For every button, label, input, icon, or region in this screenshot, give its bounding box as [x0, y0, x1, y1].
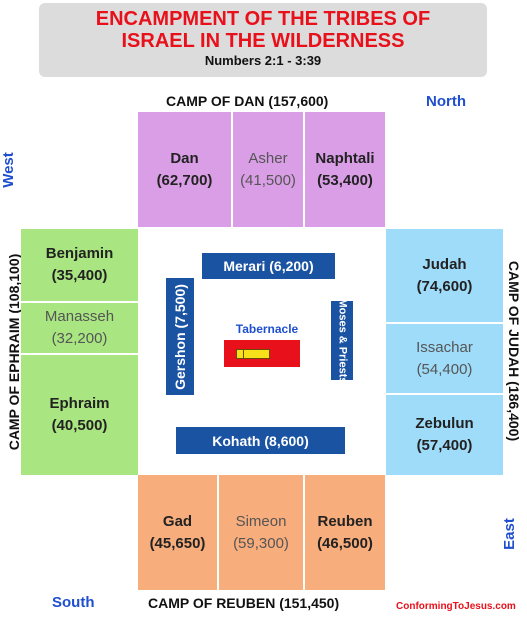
tribe-reuben: Reuben (46,500)	[305, 475, 385, 590]
tribe-naphtali-name: Naphtali	[315, 149, 375, 167]
tribe-reuben-count: (46,500)	[317, 534, 373, 552]
levite-gershon: Gershon (7,500)	[172, 283, 189, 390]
tribe-judah-name: Judah	[422, 255, 467, 273]
tribe-benjamin-name: Benjamin	[45, 245, 114, 262]
title-line-2: ISRAEL IN THE WILDERNESS	[121, 30, 405, 52]
tribe-judah-count: (74,600)	[416, 277, 473, 295]
tribe-asher: Asher (41,500)	[231, 112, 305, 227]
direction-north: North	[426, 93, 466, 110]
tribe-ephraim-count: (40,500)	[51, 417, 108, 434]
tribe-dan-name: Dan	[170, 149, 199, 167]
levite-kohath: Kohath (8,600)	[176, 427, 345, 454]
tribe-dan: Dan (62,700)	[138, 112, 231, 227]
tribe-zebulun-count: (57,400)	[416, 437, 473, 454]
tribe-issachar-count: (54,400)	[416, 360, 473, 378]
tribe-asher-name: Asher	[248, 149, 288, 167]
tribe-simeon: Simeon (59,300)	[217, 475, 305, 590]
tribe-gad: Gad (45,650)	[138, 475, 217, 590]
tribe-zebulun: Zebulun (57,400)	[386, 395, 503, 475]
levite-moses: Moses & Priests	[336, 298, 349, 383]
tribe-benjamin: Benjamin (35,400)	[21, 229, 138, 301]
tribe-asher-count: (41,500)	[240, 171, 296, 189]
tribe-judah: Judah (74,600)	[386, 229, 503, 322]
title-box	[39, 3, 487, 77]
tribe-issachar-name: Issachar	[416, 338, 473, 356]
camp-judah-label: CAMP OF JUDAH (186,400)	[506, 260, 522, 442]
tribe-dan-count: (62,700)	[156, 171, 213, 189]
tribe-naphtali-count: (53,400)	[317, 171, 373, 189]
direction-east: East	[501, 518, 518, 550]
tribe-gad-count: (45,650)	[149, 534, 206, 552]
tribe-manasseh-name: Manasseh	[44, 308, 115, 325]
tribe-manasseh: Manasseh (32,200)	[21, 301, 138, 355]
tribe-reuben-name: Reuben	[317, 512, 373, 530]
subtitle: Numbers 2:1 - 3:39	[204, 53, 322, 68]
tribe-issachar: Issachar (54,400)	[386, 322, 503, 395]
tribe-simeon-name: Simeon	[235, 512, 287, 530]
page-title: ENCAMPMENT OF THE TRIBES OF ISRAEL IN TH…	[39, 8, 487, 52]
credit-link[interactable]: ConformingToJesus.com	[396, 601, 516, 612]
tribe-gad-name: Gad	[162, 512, 193, 530]
levite-moses-box: Moses & Priests	[331, 298, 353, 383]
camp-dan-label: CAMP OF DAN (157,600)	[166, 93, 329, 109]
tabernacle-icon	[224, 340, 300, 367]
direction-west: West	[0, 152, 17, 188]
levite-gershon-box: Gershon (7,500)	[166, 278, 194, 395]
title-line-1: ENCAMPMENT OF THE TRIBES OF	[95, 8, 431, 30]
tribe-manasseh-count: (32,200)	[51, 330, 108, 347]
tribe-zebulun-name: Zebulun	[415, 415, 474, 432]
tribe-ephraim-name: Ephraim	[49, 395, 110, 412]
tribe-simeon-count: (59,300)	[233, 534, 289, 552]
levite-merari: Merari (6,200)	[202, 253, 335, 279]
direction-south: South	[52, 594, 95, 611]
tabernacle-label: Tabernacle	[235, 322, 299, 336]
tribe-ephraim: Ephraim (40,500)	[21, 355, 138, 475]
tribe-benjamin-count: (35,400)	[51, 267, 108, 284]
holy-of-holies-icon	[236, 349, 244, 359]
tribe-naphtali: Naphtali (53,400)	[305, 112, 385, 227]
camp-reuben-label: CAMP OF REUBEN (151,450)	[148, 595, 340, 611]
